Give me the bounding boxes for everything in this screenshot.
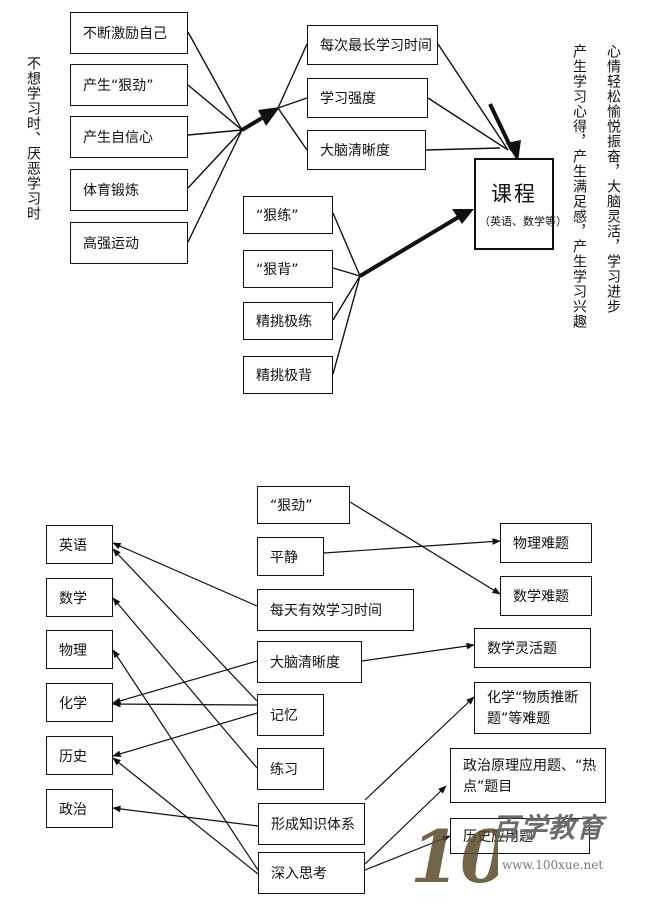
box-encourage-self: 不断激励自己 bbox=[70, 12, 188, 54]
box-hard-practice: “狠练” bbox=[243, 196, 333, 234]
box-max-study-time: 每次最长学习时间 bbox=[307, 25, 438, 65]
factor-daily-effective-time: 每天有效学习时间 bbox=[257, 589, 414, 631]
logo-text: 百学教育 bbox=[492, 813, 604, 844]
subject-politics: 政治 bbox=[46, 789, 113, 828]
problem-chemistry-inference: 化学“物质推断题”等难题 bbox=[474, 682, 591, 734]
problem-math-hard: 数学难题 bbox=[500, 576, 592, 616]
factor-calm: 平静 bbox=[257, 537, 324, 576]
problem-politics-application: 政治原理应用题、“热点”题目 bbox=[450, 748, 606, 803]
problem-math-flexible: 数学灵活题 bbox=[474, 628, 591, 668]
subject-history: 历史 bbox=[46, 736, 113, 775]
subject-english: 英语 bbox=[46, 525, 113, 564]
factor-deep-thinking: 深入思考 bbox=[258, 852, 365, 894]
subject-chemistry: 化学 bbox=[46, 683, 113, 722]
factor-practice: 练习 bbox=[257, 748, 324, 790]
watermark-logo: 100 百学教育 www.100xue.net bbox=[408, 800, 648, 900]
note-not-want-study: 不想学习时、厌恶学习时 bbox=[25, 56, 41, 221]
logo-url: www.100xue.net bbox=[502, 858, 604, 872]
subject-physics: 物理 bbox=[46, 630, 113, 669]
factor-brain-clarity: 大脑清晰度 bbox=[257, 641, 362, 683]
problem-physics-hard: 物理难题 bbox=[500, 523, 592, 563]
box-self-confidence: 产生自信心 bbox=[70, 116, 188, 158]
box-hard-memorize: “狠背” bbox=[243, 250, 333, 288]
note-learning-gains: 产生学习心得，产生满足感，产生学习兴趣 bbox=[571, 44, 587, 329]
box-intense-sport: 高强运动 bbox=[70, 222, 188, 264]
note-mood-relaxed: 心情轻松愉悦振奋，大脑灵活，学习进步 bbox=[605, 44, 621, 314]
factor-memory: 记忆 bbox=[257, 694, 324, 736]
box-course: 课程 （英语、数学等） bbox=[474, 158, 567, 250]
problem-history-application: 历史应用题 bbox=[450, 818, 590, 854]
box-brain-clarity: 大脑清晰度 bbox=[307, 130, 426, 170]
logo-number: 100 bbox=[410, 814, 498, 899]
subject-math: 数学 bbox=[46, 578, 113, 617]
box-select-memorize: 精挑极背 bbox=[243, 356, 333, 394]
box-study-intensity: 学习强度 bbox=[307, 78, 428, 118]
factor-drive: “狠劲” bbox=[257, 486, 350, 524]
logo-100-icon: 100 bbox=[410, 814, 560, 899]
box-select-practice: 精挑极练 bbox=[243, 302, 333, 340]
box-physical-exercise: 体育锻炼 bbox=[70, 169, 188, 211]
course-title: 课程 bbox=[491, 182, 537, 206]
factor-knowledge-system: 形成知识体系 bbox=[258, 803, 365, 845]
box-produce-drive: 产生“狠劲” bbox=[70, 64, 188, 106]
course-subtitle: （英语、数学等） bbox=[479, 215, 567, 228]
